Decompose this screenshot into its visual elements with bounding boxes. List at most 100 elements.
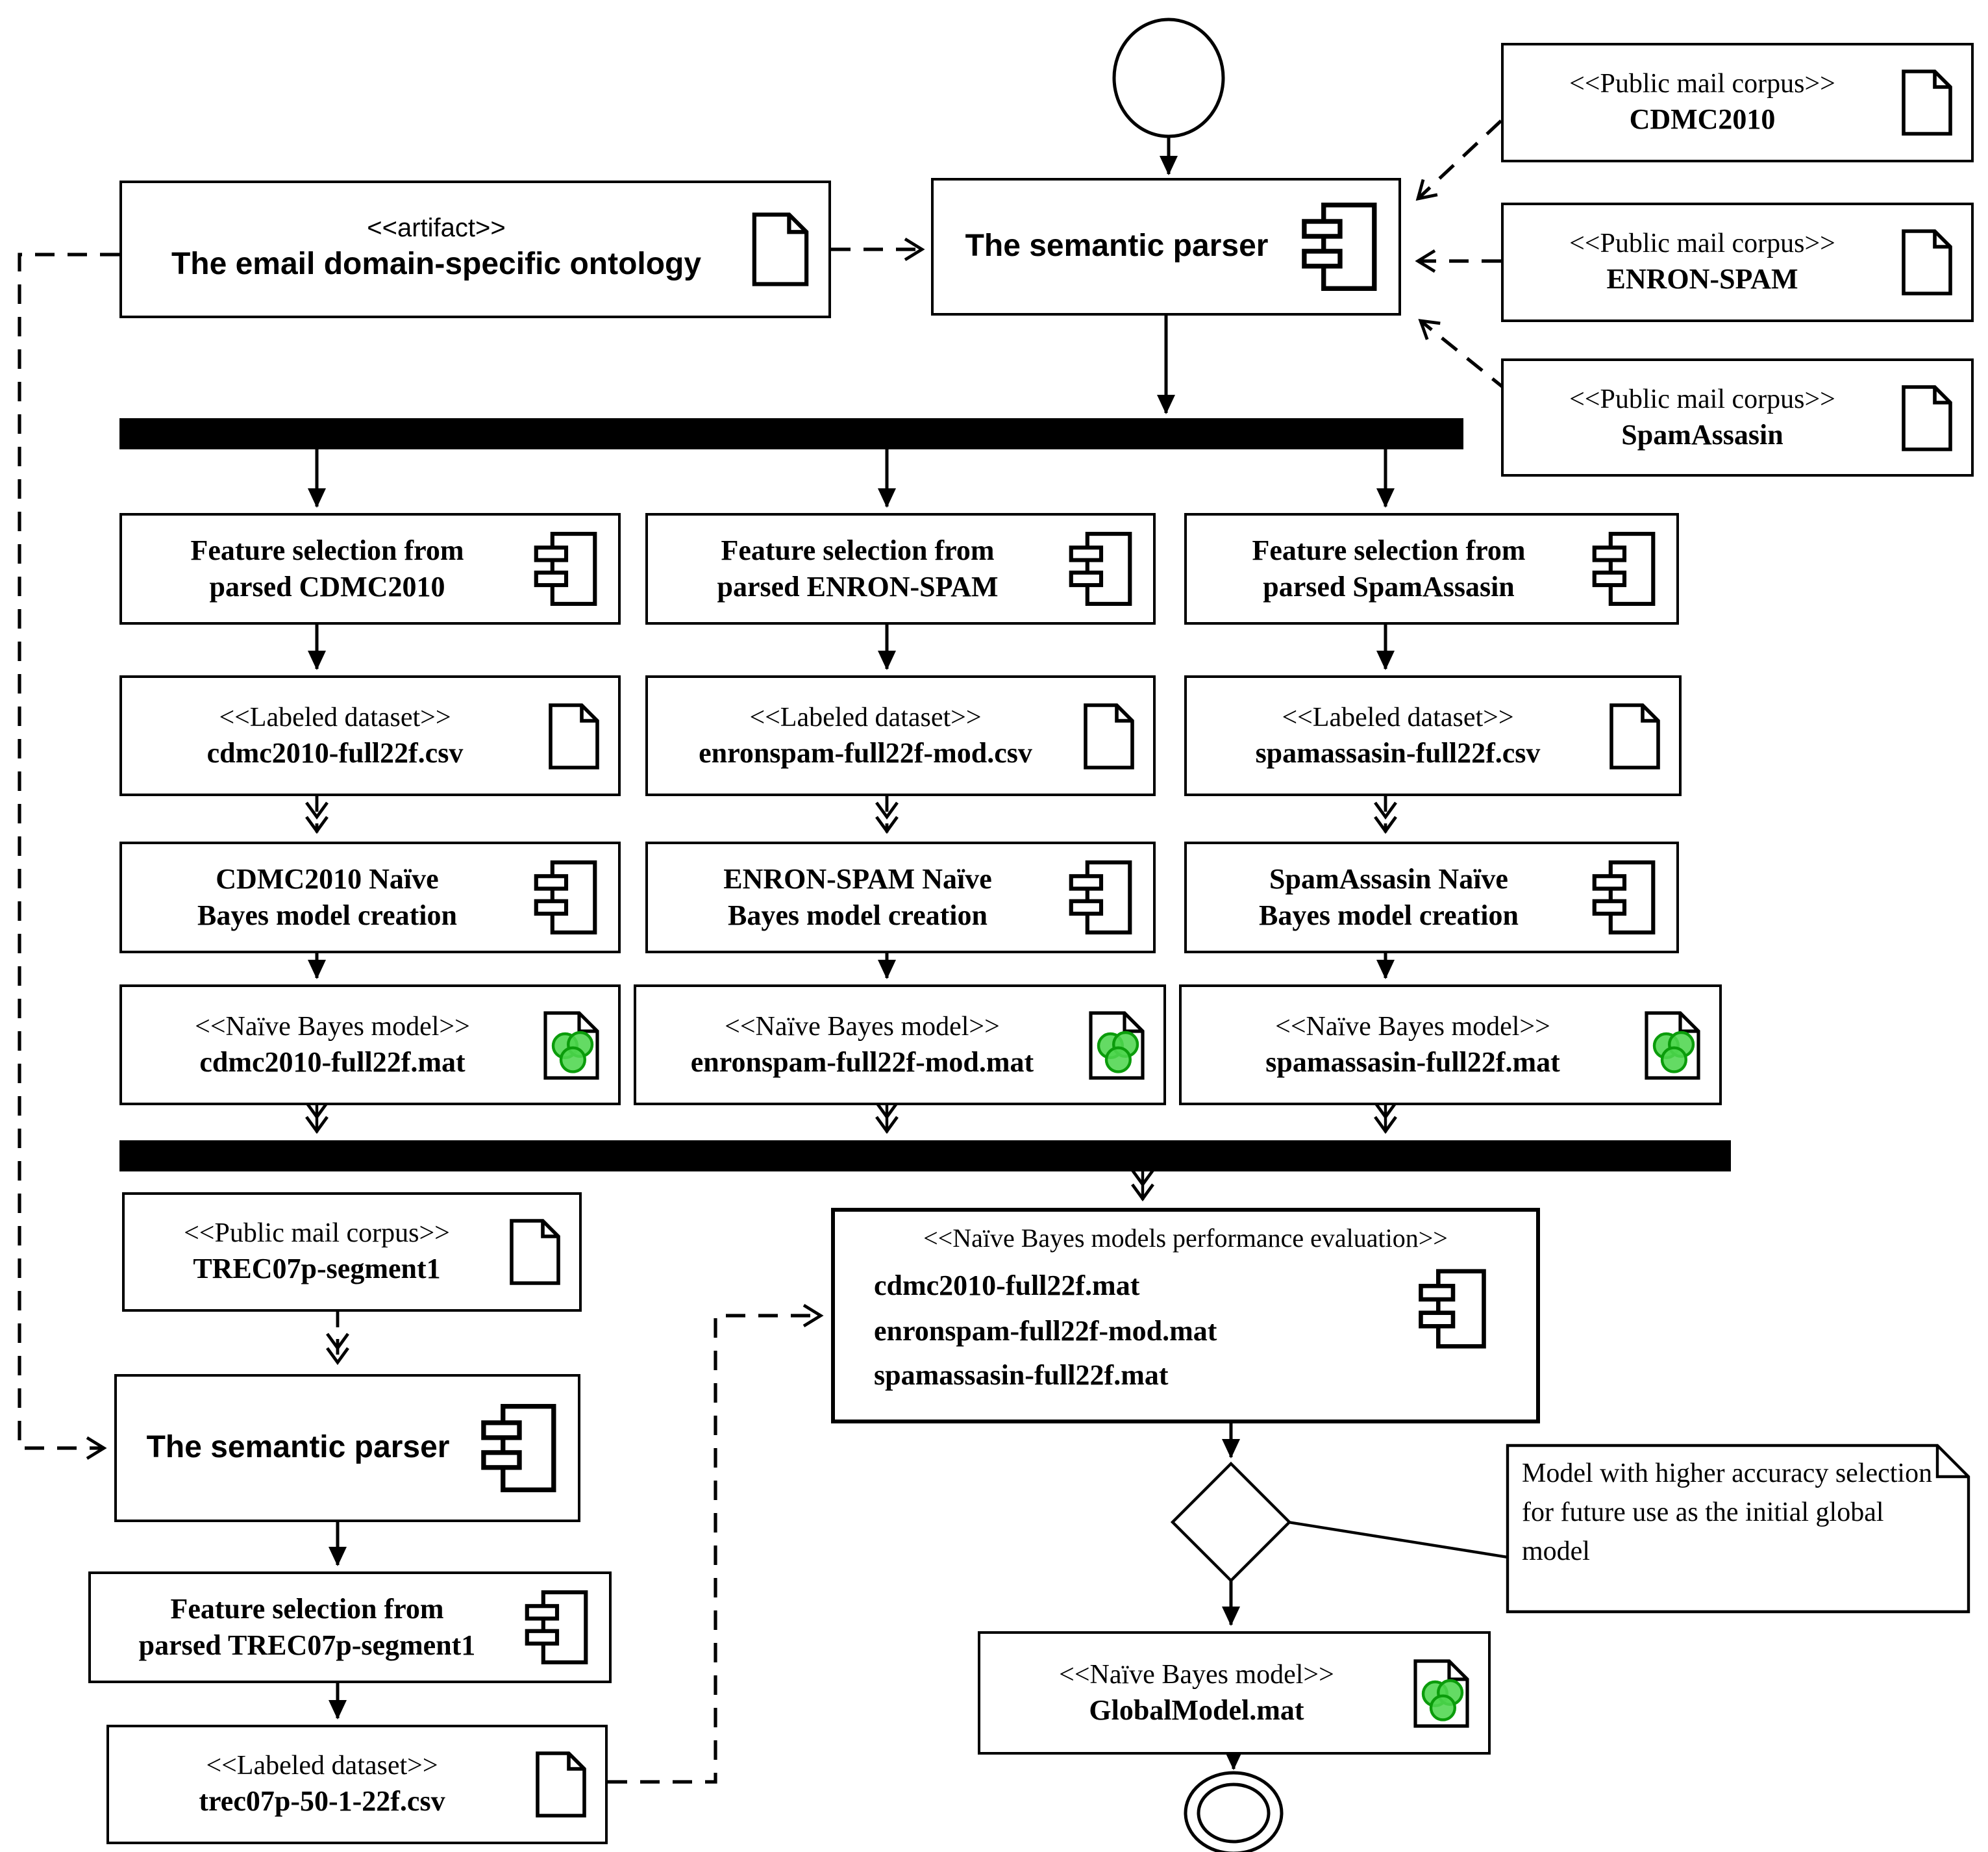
start-node [1112, 18, 1225, 138]
labeled-dataset-trec07p-box: <<Labeled dataset>> trec07p-50-1-22f.csv [106, 1725, 608, 1844]
component-icon [1591, 858, 1658, 936]
component-icon [523, 1588, 591, 1666]
component-icon [1067, 530, 1135, 608]
model-stereotype: <<Naïve Bayes model>> [1275, 1010, 1550, 1042]
note-text: Model with higher accuracy selection for… [1522, 1457, 1933, 1566]
corpus-name: SpamAssasin [1621, 418, 1783, 451]
corpus-name: ENRON-SPAM [1606, 262, 1798, 295]
model-stereotype: <<Naïve Bayes model>> [725, 1010, 1000, 1042]
artifact-name: The email domain-specific ontology [171, 247, 702, 282]
dataset-file: trec07p-50-1-22f.csv [199, 1784, 445, 1818]
note-fold [1935, 1445, 1969, 1479]
document-icon [1901, 229, 1953, 296]
dataset-stereotype: <<Labeled dataset>> [206, 1749, 438, 1781]
corpus-name: CDMC2010 [1629, 103, 1776, 136]
creation-line1: SpamAssasin Naïve [1269, 862, 1508, 895]
document-icon [548, 702, 600, 770]
component-icon [479, 1401, 560, 1495]
labeled-dataset-enronspam-box: <<Labeled dataset>> enronspam-full22f-mo… [645, 675, 1156, 796]
model-stereotype: <<Naïve Bayes model>> [195, 1010, 470, 1042]
semantic-parser-bottom-label: The semantic parser [146, 1429, 450, 1465]
nb-model-spamassasin-box: <<Naïve Bayes model>> spamassasin-full22… [1179, 984, 1722, 1105]
model-creation-spamassasin-box: SpamAssasin Naïve Bayes model creation [1184, 842, 1679, 953]
join-bar [119, 1140, 1731, 1171]
end-node-inner [1197, 1783, 1271, 1844]
feature-selection-line2: parsed ENRON-SPAM [717, 570, 999, 603]
semantic-parser-top-label: The semantic parser [965, 228, 1269, 264]
dataset-stereotype: <<Labeled dataset>> [749, 701, 982, 732]
model-stereotype: <<Naïve Bayes model>> [1059, 1658, 1334, 1690]
model-file: spamassasin-full22f.mat [1265, 1045, 1560, 1078]
creation-line1: ENRON-SPAM Naïve [723, 862, 992, 895]
feature-selection-spamassasin-box: Feature selection from parsed SpamAssasi… [1184, 513, 1679, 625]
evaluation-model-item: enronspam-full22f-mod.mat [874, 1314, 1217, 1347]
decision-diamond [1170, 1461, 1292, 1583]
component-icon [1067, 858, 1135, 936]
creation-line1: CDMC2010 Naïve [216, 862, 439, 895]
document-icon [751, 212, 810, 287]
corpus-cdmc2010-box: <<Public mail corpus>> CDMC2010 [1501, 43, 1974, 162]
feature-selection-line2: parsed CDMC2010 [209, 570, 445, 603]
labeled-dataset-cdmc2010-box: <<Labeled dataset>> cdmc2010-full22f.csv [119, 675, 621, 796]
dataset-file: enronspam-full22f-mod.csv [699, 736, 1032, 769]
feature-selection-cdmc2010-box: Feature selection from parsed CDMC2010 [119, 513, 621, 625]
evaluation-model-item: spamassasin-full22f.mat [874, 1358, 1169, 1392]
dataset-file: cdmc2010-full22f.csv [206, 736, 464, 769]
creation-line2: Bayes model creation [197, 899, 457, 931]
model-file: GlobalModel.mat [1089, 1693, 1304, 1726]
document-icon [509, 1218, 561, 1286]
document-icon [1901, 69, 1953, 136]
feature-selection-trec07p-box: Feature selection from parsed TREC07p-se… [88, 1571, 612, 1683]
performance-evaluation-box: <<Naïve Bayes models performance evaluat… [831, 1208, 1540, 1423]
note-shape [1506, 1444, 1970, 1614]
model-file: enronspam-full22f-mod.mat [690, 1045, 1034, 1078]
feature-selection-line1: Feature selection from [190, 533, 464, 566]
dataset-file: spamassasin-full22f.csv [1255, 736, 1541, 769]
note-anchor-line [1287, 1520, 1508, 1559]
solid-flow-arrows [308, 136, 1395, 1770]
nb-model-enronspam-box: <<Naïve Bayes model>> enronspam-full22f-… [634, 984, 1166, 1105]
component-icon [532, 530, 600, 608]
evaluation-stereotype: <<Naïve Bayes models performance evaluat… [923, 1225, 1448, 1253]
evaluation-model-item: cdmc2010-full22f.mat [874, 1269, 1140, 1301]
nb-model-cdmc2010-box: <<Naïve Bayes model>> cdmc2010-full22f.m… [119, 984, 621, 1105]
model-creation-cdmc2010-box: CDMC2010 Naïve Bayes model creation [119, 842, 621, 953]
feature-selection-line2: parsed SpamAssasin [1263, 570, 1515, 603]
corpus-stereotype: <<Public mail corpus>> [1569, 68, 1835, 99]
dataset-stereotype: <<Labeled dataset>> [1282, 701, 1514, 732]
corpus-spamassasin-box: <<Public mail corpus>> SpamAssasin [1501, 358, 1974, 477]
dataset-stereotype: <<Labeled dataset>> [219, 701, 451, 732]
feature-selection-line1: Feature selection from [721, 533, 995, 566]
creation-line2: Bayes model creation [1258, 899, 1519, 931]
semantic-parser-bottom-box: The semantic parser [114, 1374, 580, 1522]
fork-bar [119, 418, 1463, 449]
artifact-box: <<artifact>> The email domain-specific o… [119, 181, 831, 318]
feature-selection-line1: Feature selection from [1252, 533, 1526, 566]
corpus-enronspam-box: <<Public mail corpus>> ENRON-SPAM [1501, 203, 1974, 322]
dashed-double-chevron-arrows [305, 796, 1397, 1366]
evaluation-model-list: cdmc2010-full22f.mat enronspam-full22f-m… [856, 1268, 1515, 1395]
feature-selection-line1: Feature selection from [170, 1592, 444, 1625]
component-icon [1417, 1267, 1489, 1357]
document-icon [1901, 384, 1953, 451]
corpus-trec07p-box: <<Public mail corpus>> TREC07p-segment1 [122, 1192, 582, 1312]
model-document-icon [1413, 1658, 1470, 1728]
model-creation-enronspam-box: ENRON-SPAM Naïve Bayes model creation [645, 842, 1156, 953]
document-icon [535, 1751, 587, 1818]
global-model-box: <<Naïve Bayes model>> GlobalModel.mat [978, 1631, 1491, 1755]
model-file: cdmc2010-full22f.mat [199, 1045, 466, 1078]
corpus-stereotype: <<Public mail corpus>> [184, 1217, 450, 1249]
component-icon [1300, 200, 1380, 294]
creation-line2: Bayes model creation [727, 899, 988, 931]
component-icon [532, 858, 600, 936]
corpus-name: TREC07p-segment1 [193, 1252, 441, 1285]
corpus-stereotype: <<Public mail corpus>> [1569, 382, 1835, 414]
artifact-stereotype: <<artifact>> [367, 214, 506, 243]
labeled-dataset-spamassasin-box: <<Labeled dataset>> spamassasin-full22f.… [1184, 675, 1682, 796]
corpus-stereotype: <<Public mail corpus>> [1569, 227, 1835, 259]
document-icon [1609, 702, 1661, 770]
model-document-icon [1088, 1010, 1145, 1080]
model-document-icon [543, 1010, 600, 1080]
join-double-chevron-arrows [305, 1101, 1397, 1202]
